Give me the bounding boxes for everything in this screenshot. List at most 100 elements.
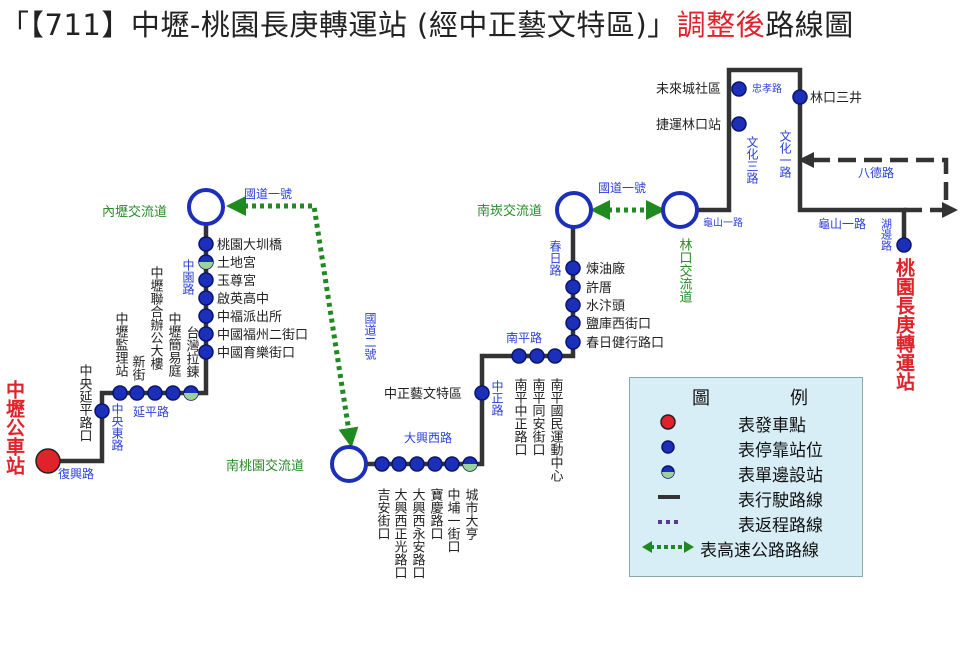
legend-title-b: 例	[790, 388, 808, 409]
title-suffix: 路線圖	[765, 8, 854, 42]
blue-stop-dot-icon	[661, 440, 675, 454]
dotted-purple-line-icon	[658, 520, 682, 524]
stop-label-nanping-tongan: 南平同安街口	[530, 377, 546, 456]
stop-zhengguang	[391, 456, 407, 472]
legend-item: 表發車點	[630, 410, 862, 436]
title-prefix: 「【711】中壢-桃園長庚轉運站 (經中正藝文特區)」	[0, 8, 677, 42]
road-zhongyang-e: 中央東路	[110, 402, 124, 452]
legend-title-a: 圖	[692, 388, 710, 409]
stop-zhongyang-yanping	[94, 403, 110, 419]
interchange-nankan	[555, 191, 593, 229]
stop-label-linkou-sanjing: 林口三井	[810, 91, 862, 106]
stop-label-zhongyang-yanping: 中央延平路口	[77, 364, 93, 442]
stop-dots	[94, 81, 808, 472]
stop-zhongbu	[444, 456, 460, 472]
interchange-neili-label: 內壢交流道	[102, 204, 167, 220]
interchange-linkou	[661, 191, 699, 229]
one-side-stops	[183, 254, 478, 472]
stop-jian-an	[374, 456, 390, 472]
origin-stop	[35, 448, 61, 474]
road-yanping: 延平路	[133, 404, 169, 419]
stop-tailalian	[183, 385, 199, 401]
road-fuxing: 復興路	[58, 466, 94, 481]
legend-item: 表單邊設站	[630, 460, 862, 486]
road-zhongzheng: 中正路	[490, 379, 504, 417]
stop-chunri-jianxing	[565, 334, 581, 350]
red-origin-dot-icon	[660, 414, 676, 430]
stop-label-jian-an: 吉安街口	[375, 488, 391, 540]
road-zhongxiao: 忠孝路	[752, 82, 782, 95]
stop-yule	[198, 344, 214, 360]
stop-daxunqiao	[198, 236, 214, 252]
stop-nanping-sports	[547, 348, 563, 364]
stop-tudigong	[198, 254, 214, 270]
stop-lianhe	[147, 385, 163, 401]
stop-label-yuzungong: 玉尊宮	[217, 273, 256, 289]
stop-nanping-zhongzheng	[511, 348, 527, 364]
stop-label-xinjie: 新街	[130, 354, 146, 381]
road-guishan1-b: 龜山一路	[818, 216, 866, 231]
stop-label-nanping-zhongzheng: 南平中正路口	[512, 377, 528, 456]
stop-qiying	[198, 290, 214, 306]
stop-jianli	[112, 385, 128, 401]
stop-label-jianli: 中壢監理站	[113, 312, 129, 377]
interchange-neili	[187, 188, 225, 226]
road-highway1-b: 國道一號	[598, 181, 646, 195]
stop-label-jianyi: 中壢簡易庭	[166, 312, 182, 378]
page-title: 「【711】中壢-桃園長庚轉運站 (經中正藝文特區)」調整後路線圖	[0, 2, 854, 44]
stop-chengshi	[462, 456, 478, 472]
legend-label: 表發車點	[738, 416, 806, 436]
legend: 圖 例 表發車點 表停靠站位 表單邊設站 表行駛路線 表返程路線 表高速公路路線	[629, 377, 863, 577]
legend-label: 表單邊設站	[738, 466, 823, 486]
road-nanping: 南平路	[506, 330, 542, 345]
stop-label-yiwen: 中正藝文特區	[384, 387, 462, 402]
stop-label-nanping-sports: 南平國民運動中心	[548, 377, 564, 482]
legend-item: 表返程路線	[630, 510, 862, 536]
half-green-stop-dot-icon	[661, 465, 675, 479]
legend-label: 表返程路線	[738, 516, 823, 536]
stop-baoqing	[427, 456, 443, 472]
legend-item: 表停靠站位	[630, 435, 862, 461]
stop-zhongfu	[198, 308, 214, 324]
road-zhongyuan: 中園路	[181, 258, 195, 296]
stop-xucuo	[565, 279, 581, 295]
road-highway1-a: 國道一號	[244, 187, 292, 201]
legend-item: 表高速公路路線	[630, 535, 862, 561]
stop-xinjie	[129, 385, 145, 401]
stop-label-xucuo: 許厝	[586, 281, 612, 296]
stop-yanku	[565, 315, 581, 331]
road-wenhua3: 文化三路	[745, 135, 759, 185]
road-highway2: 國道二號	[363, 312, 377, 361]
stop-linkou-station	[731, 116, 747, 132]
stop-yuzungong	[198, 272, 214, 288]
stop-fuzhou	[198, 326, 214, 342]
stop-label-tudigong: 土地宮	[217, 255, 256, 271]
stop-label-zhongfu: 中福派出所	[217, 310, 282, 325]
title-highlight: 調整後	[676, 8, 766, 42]
stop-label-yongan: 大興西永安路口	[410, 488, 426, 579]
stop-label-yule: 中國育樂街口	[217, 345, 295, 361]
stop-label-shuimutou: 水汴頭	[586, 299, 625, 314]
interchange-nankan-label: 南崁交流道	[477, 203, 542, 219]
stop-yiwen	[474, 385, 490, 401]
destination-stop	[896, 237, 912, 253]
stop-label-zhengguang: 大興西正光路口	[392, 488, 408, 579]
legend-label: 表高速公路路線	[700, 541, 819, 561]
stop-label-zhongbu: 中埔一街口	[445, 488, 461, 553]
stop-label-fuzhou: 中國福州二街口	[217, 328, 308, 343]
stop-linkou-sanjing	[792, 89, 808, 105]
stop-yongan	[409, 456, 425, 472]
interchange-nantaoyuan	[330, 445, 368, 483]
stop-label-qiying: 啟英高中	[217, 291, 269, 307]
stop-label-lianyouchang: 煉油廠	[586, 261, 625, 277]
stop-label-future-city: 未來城社區	[656, 81, 721, 97]
origin-label: 中壢公車站	[3, 379, 25, 476]
highway-1-neili	[226, 196, 359, 448]
solid-line-icon	[658, 495, 680, 499]
road-guishan1-a: 龜山一路	[703, 216, 743, 229]
stop-future-city	[731, 81, 747, 97]
stop-label-daxunqiao: 桃園大圳橋	[217, 238, 282, 253]
road-daxing-w: 大興西路	[404, 430, 452, 445]
stop-jianyi	[165, 385, 181, 401]
road-chunri: 春日路	[548, 240, 562, 277]
